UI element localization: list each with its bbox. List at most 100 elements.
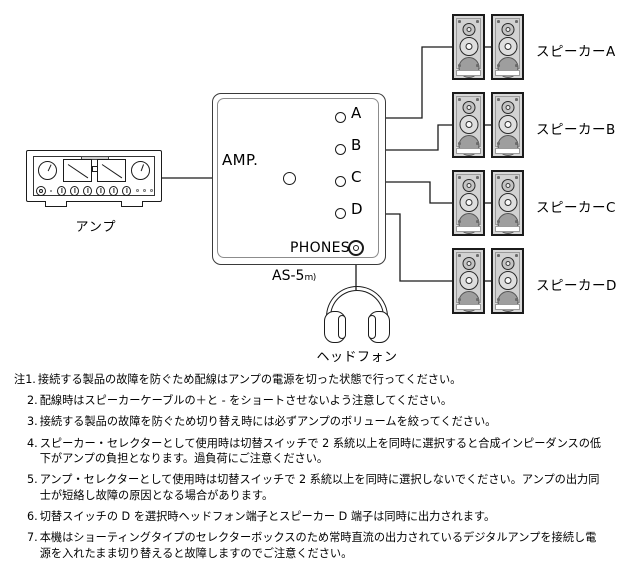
- headphones-label: ヘッドフォン: [316, 350, 398, 365]
- speaker-unit: [452, 248, 485, 314]
- mid-driver: [459, 37, 478, 56]
- note-item: 6. 切替スイッチの D を選択時ヘッドフォン端子とスピーカー D 端子は同時に…: [14, 509, 606, 525]
- tweeter-driver: [462, 257, 475, 270]
- terminal-d-label: D: [351, 200, 363, 218]
- note-text: 切替スイッチの D を選択時ヘッドフォン端子とスピーカー D 端子は同時に出力さ…: [39, 510, 496, 524]
- amplifier-led-2: [143, 189, 147, 193]
- amplifier-control-row: [36, 186, 158, 197]
- speaker-pair-c: [452, 170, 526, 236]
- speaker-pair-b: [452, 92, 526, 158]
- speaker-unit: [491, 92, 524, 158]
- power-button-icon: [36, 186, 46, 196]
- speaker-label-d: スピーカーD: [536, 278, 617, 294]
- note-item: 3. 接続する製品の故障を防ぐため切り替え時には必ずアンプのボリュームを絞ってく…: [14, 414, 606, 430]
- speaker-pair-a: [452, 14, 526, 80]
- amplifier-small-knob-4: [96, 186, 105, 196]
- amplifier-illustration: アンプ: [22, 150, 170, 235]
- amplifier-small-knob-1: [57, 186, 66, 196]
- mid-driver: [459, 271, 478, 290]
- terminal-b[interactable]: [335, 144, 346, 155]
- terminal-a-label: A: [351, 104, 362, 122]
- mid-driver: [459, 115, 478, 134]
- terminal-a[interactable]: [335, 112, 346, 123]
- speaker-unit: [491, 248, 524, 314]
- speaker-unit: [452, 92, 485, 158]
- note-text: スピーカー・セレクターとして使用時は切替スイッチで 2 系統以上を同時に選択する…: [39, 436, 602, 466]
- speaker-unit: [452, 170, 485, 236]
- speaker-unit: [491, 14, 524, 80]
- speaker-face: [456, 18, 481, 78]
- mid-driver: [498, 115, 517, 134]
- wire-terminal-b: [346, 124, 452, 151]
- tweeter-driver: [501, 23, 514, 36]
- note-text: アンプ・セレクターとして使用時は切替スイッチで 2 系統以上を同時に選択しないで…: [39, 473, 600, 502]
- vu-meter-left: [63, 159, 92, 182]
- speaker-base: [495, 304, 520, 310]
- note-number: 3.: [27, 415, 38, 429]
- amplifier-label: アンプ: [75, 220, 117, 235]
- note-item: 5. アンプ・セレクターとして使用時は切替スイッチで 2 系統以上を同時に選択し…: [14, 472, 606, 503]
- note-text: 本機はショーティングタイプのセレクターボックスのため常時直流の出力されているデジ…: [39, 531, 597, 560]
- amplifier-chassis: [26, 150, 162, 207]
- amplifier-foot-right: [121, 201, 143, 207]
- vu-meter-center-indicator: [92, 166, 98, 172]
- selector-switch-pivot[interactable]: [283, 172, 296, 185]
- speaker-base: [456, 148, 481, 154]
- selector-box-inner-border: [217, 98, 379, 258]
- tweeter-driver: [462, 101, 475, 114]
- speaker-unit: [452, 14, 485, 80]
- amplifier-indicator-dot: [50, 190, 53, 193]
- speaker-base: [456, 304, 481, 310]
- model-number: AS-5: [272, 268, 305, 284]
- amp-port-label: AMP.: [222, 151, 259, 169]
- terminal-c-label: C: [351, 168, 362, 186]
- phones-jack[interactable]: [348, 240, 364, 256]
- vu-meter-right: [97, 159, 126, 182]
- tweeter-driver: [462, 179, 475, 192]
- vu-meter-cap: [81, 156, 109, 160]
- speaker-base: [495, 70, 520, 76]
- speaker-face: [495, 96, 520, 156]
- mid-driver: [498, 271, 517, 290]
- speaker-label-c: スピーカーC: [536, 200, 616, 216]
- selector-box: [212, 93, 386, 265]
- headphones-illustration: ヘッドフォン: [316, 286, 397, 365]
- speaker-face: [495, 252, 520, 312]
- note-number: 4.: [27, 436, 38, 450]
- wire-terminal-c: [346, 181, 452, 204]
- speaker-base: [456, 70, 481, 76]
- speaker-pair-d: [452, 248, 526, 314]
- speaker-face: [456, 174, 481, 234]
- model-suffix: m): [304, 273, 316, 283]
- note-item: 2. 配線時はスピーカーケーブルの＋と - をショートさせないよう注意してくださ…: [14, 393, 606, 409]
- speaker-unit: [491, 170, 524, 236]
- note-number: 6.: [27, 510, 38, 524]
- amplifier-small-knob-6: [122, 186, 131, 196]
- phones-label: PHONES: [290, 240, 350, 256]
- amplifier-small-knob-5: [109, 186, 118, 196]
- amplifier-led-1: [136, 189, 140, 193]
- tweeter-driver: [501, 101, 514, 114]
- terminal-d[interactable]: [335, 208, 346, 219]
- speaker-face: [456, 252, 481, 312]
- terminal-b-label: B: [351, 136, 362, 154]
- note-item: 4. スピーカー・セレクターとして使用時は切替スイッチで 2 系統以上を同時に選…: [14, 436, 606, 467]
- speaker-face: [495, 18, 520, 78]
- tweeter-driver: [462, 23, 475, 36]
- mid-driver: [498, 37, 517, 56]
- amplifier-led-3: [150, 189, 154, 193]
- note-item: 7. 本機はショーティングタイプのセレクターボックスのため常時直流の出力されてい…: [14, 530, 606, 561]
- note-item: 注1. 接続する製品の故障を防ぐため配線はアンプの電源を切った状態で行ってくださ…: [14, 372, 606, 388]
- speaker-base: [495, 226, 520, 232]
- note-text: 接続する製品の故障を防ぐため切り替え時には必ずアンプのボリュームを絞ってください…: [39, 415, 497, 429]
- tweeter-driver: [501, 179, 514, 192]
- note-number: 注1.: [14, 373, 36, 386]
- mid-driver: [498, 193, 517, 212]
- speaker-label-a: スピーカーA: [536, 44, 616, 60]
- amplifier-knob-left: [38, 161, 57, 180]
- speaker-label-b: スピーカーB: [536, 122, 616, 138]
- terminal-c[interactable]: [335, 176, 346, 187]
- mid-driver: [459, 193, 478, 212]
- connection-diagram: アンプ AMP. A B C D PHONES AS-5m) ヘッドフォン: [0, 0, 620, 370]
- notes-section: 注1. 接続する製品の故障を防ぐため配線はアンプの電源を切った状態で行ってくださ…: [0, 372, 620, 560]
